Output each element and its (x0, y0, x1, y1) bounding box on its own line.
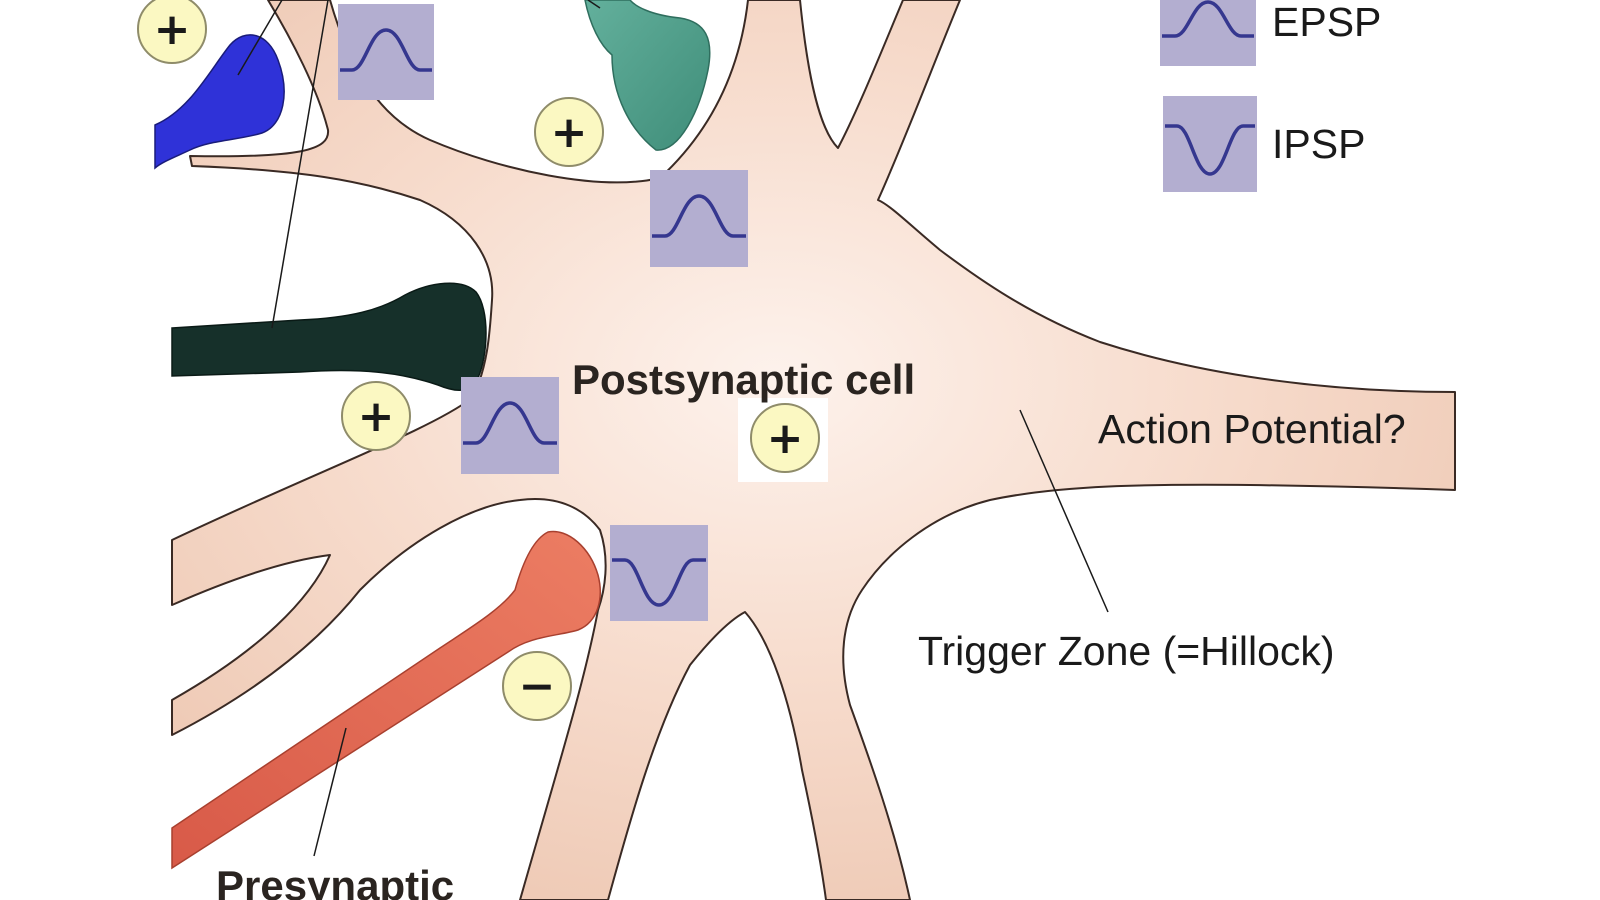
leader-line-2 (271, 0, 329, 329)
epsp-box-2 (650, 170, 748, 267)
ipsp-wave-icon (612, 558, 706, 607)
svg-text:+: + (154, 4, 191, 55)
presynaptic-label: Presynaptic (216, 862, 454, 900)
minus-sign-1: − (502, 651, 572, 721)
legend: EPSP IPSP (1160, 0, 1381, 192)
epsp-box-1 (338, 4, 434, 100)
presynaptic-terminal-teal (584, 0, 711, 151)
plus-sign-2: + (534, 97, 604, 167)
plus-sign-1: + (137, 0, 207, 64)
svg-text:+: + (551, 107, 588, 158)
ipsp-wave-icon (1165, 124, 1255, 176)
epsp-wave-icon (463, 401, 557, 445)
legend-epsp: EPSP (1160, 0, 1381, 66)
plus-sign-3: + (341, 381, 411, 451)
epsp-wave-icon (1162, 0, 1254, 38)
presynaptic-terminal-dark (171, 282, 487, 391)
epsp-wave-icon (340, 28, 432, 72)
ipsp-box-1 (610, 525, 708, 621)
trigger-zone-label: Trigger Zone (=Hillock) (918, 628, 1335, 674)
epsp-box-3 (461, 377, 559, 474)
leader-line-3 (587, 0, 601, 9)
presynaptic-terminal-blue (154, 34, 285, 170)
legend-ipsp-label: IPSP (1272, 121, 1365, 167)
plus-sign-4: + (738, 398, 828, 482)
leader-line-4 (313, 727, 347, 857)
postsynaptic-cell-label: Postsynaptic cell (572, 356, 915, 403)
trigger-zone-leader (1019, 409, 1109, 613)
svg-text:+: + (767, 413, 804, 464)
leader-line-1 (237, 0, 283, 76)
svg-text:−: − (519, 661, 556, 712)
svg-text:+: + (358, 391, 395, 442)
legend-epsp-label: EPSP (1272, 0, 1381, 45)
presynaptic-terminal-red (171, 530, 601, 870)
legend-ipsp: IPSP (1163, 96, 1365, 192)
epsp-wave-icon (652, 194, 746, 238)
action-potential-label: Action Potential? (1098, 406, 1406, 452)
